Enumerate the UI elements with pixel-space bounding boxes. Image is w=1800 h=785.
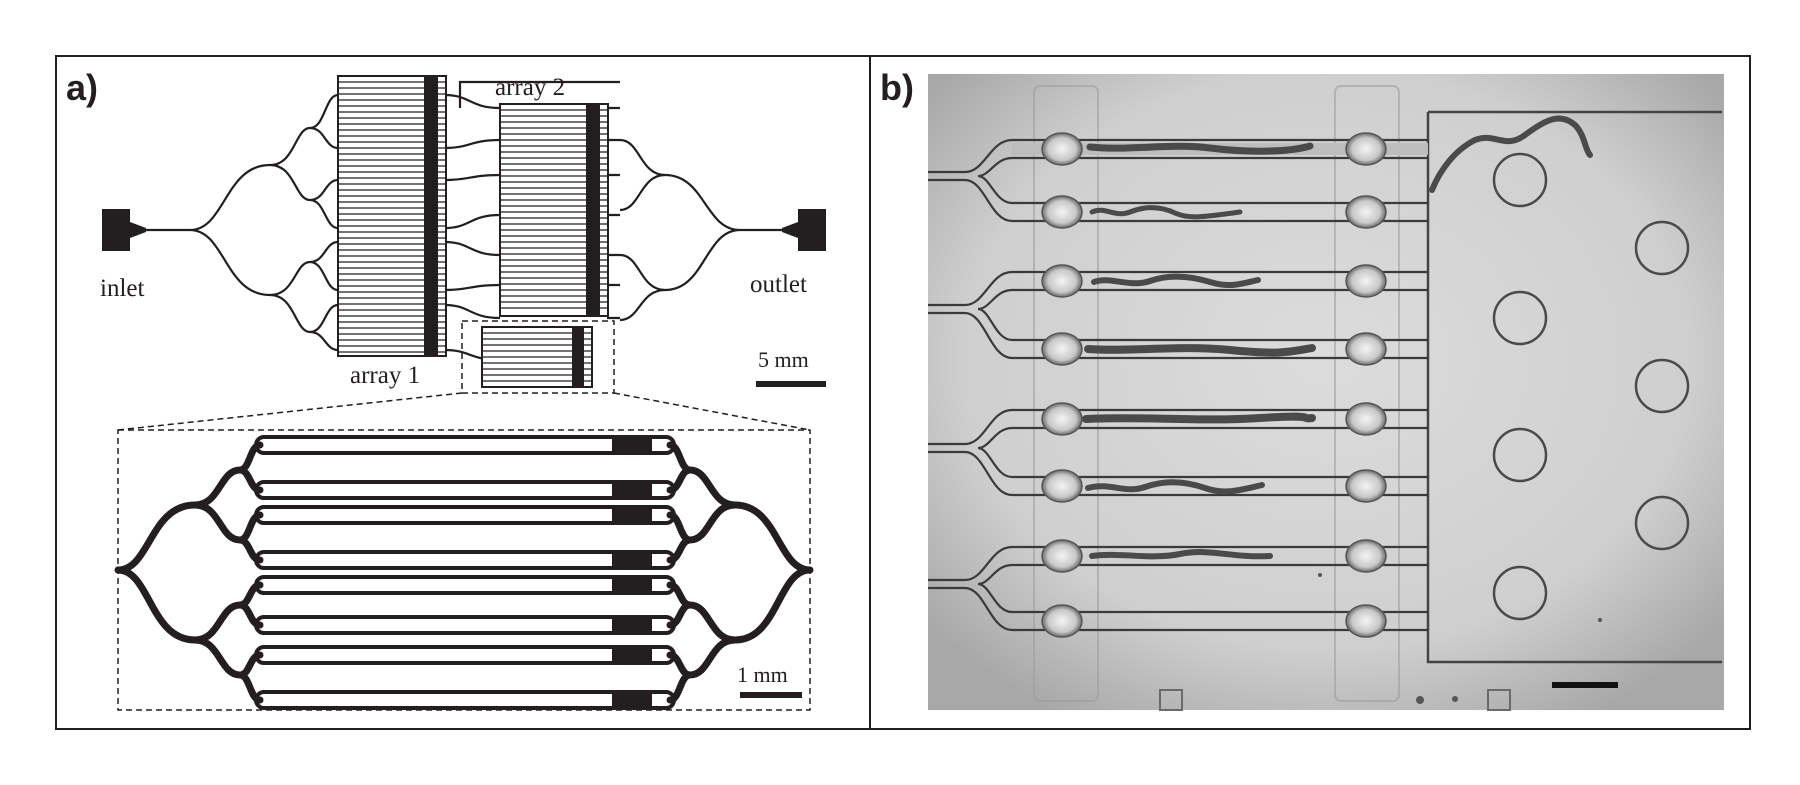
outlet-taper — [782, 222, 798, 238]
scale-bar-top-label: 5 mm — [758, 347, 809, 372]
vertical-frame-channels — [1033, 85, 1400, 702]
chamber-pillars — [1492, 152, 1690, 621]
array-1-block — [337, 75, 447, 357]
worms — [1082, 115, 1593, 560]
inlet-taper — [130, 222, 146, 238]
worm-free — [1429, 115, 1593, 193]
zoom-guide-right — [613, 392, 811, 431]
bottom-features — [1159, 689, 1511, 711]
debris-dots — [1318, 573, 1602, 704]
outlet-port — [798, 209, 826, 251]
worm-1 — [1086, 142, 1314, 155]
channel-network — [102, 80, 826, 362]
worm-5 — [1082, 412, 1316, 424]
worm-7 — [1089, 549, 1273, 560]
panel-a-letter: a) — [66, 67, 98, 108]
zoom-detail-channels — [114, 441, 814, 704]
scale-bar-micrograph — [1552, 682, 1618, 688]
outlet-tree — [619, 138, 782, 322]
scale-bar-zoom-label: 1 mm — [737, 662, 788, 687]
inter-array-channels — [444, 80, 620, 362]
worm-6 — [1085, 479, 1265, 495]
array-2-block — [499, 103, 609, 317]
panel-b-frame — [869, 55, 1751, 730]
scale-bar-top — [756, 381, 826, 387]
array-2-label: array 2 — [495, 74, 565, 101]
panel-a: a) — [55, 55, 871, 730]
zoom-detail-constrictions — [612, 437, 652, 708]
array-2-sub-block — [481, 326, 593, 388]
inlet-port — [102, 209, 130, 251]
inlet-label: inlet — [100, 275, 144, 302]
outlet-label: outlet — [750, 271, 807, 298]
scale-bar-zoom — [740, 692, 802, 698]
worm-2 — [1089, 205, 1243, 220]
worm-4 — [1084, 344, 1316, 357]
array-1-label: array 1 — [350, 362, 420, 389]
zoom-detail-loops — [254, 435, 676, 710]
micrograph-background — [928, 74, 1724, 710]
inlet-bifurcations — [928, 138, 1013, 632]
valve-bulbs — [1041, 132, 1387, 638]
worm-3 — [1091, 273, 1261, 289]
panel-b: b) — [869, 55, 1751, 730]
inlet-tree — [146, 93, 339, 352]
panel-b-letter: b) — [880, 67, 914, 108]
observation-chamber — [1426, 110, 1722, 664]
micrograph — [928, 74, 1724, 711]
zoom-source-box — [461, 320, 615, 394]
zoom-guide-left — [117, 392, 463, 431]
